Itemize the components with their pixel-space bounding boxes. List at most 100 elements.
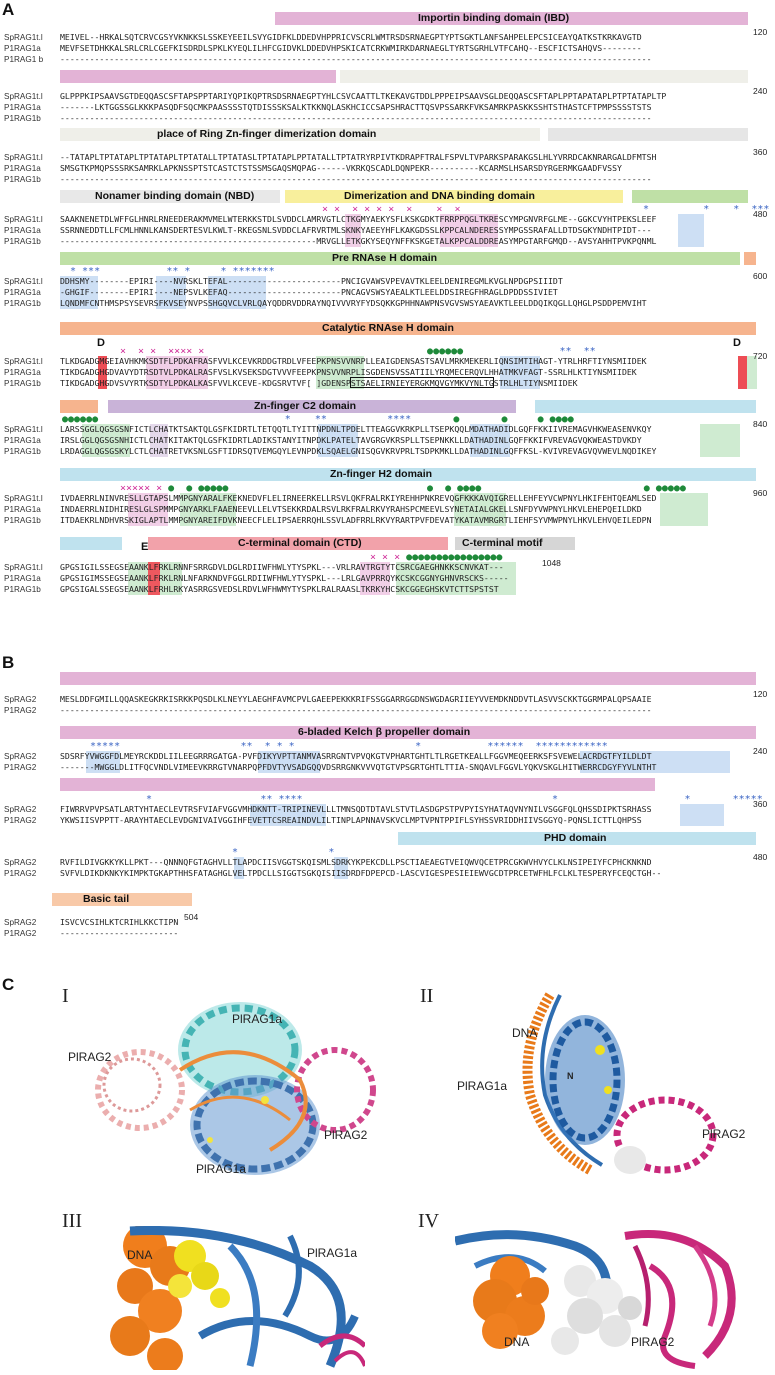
seq-row: SpRAG1t.l GPGSIGILSSEGSEAANKLFRKLRNNFSRRG… — [4, 562, 770, 573]
cross-markers: ××××× × ● ● ●●●●● ● ● ●●●● ● ●●●●● — [120, 483, 686, 494]
highlight — [747, 356, 757, 389]
highlight — [128, 493, 168, 526]
seq-name: P1RAG1b — [4, 114, 41, 123]
cross-markers: × × × × × × × × × — [322, 204, 461, 215]
highlight — [150, 424, 168, 457]
domain-label-rnaseh: Catalytic RNAse H domain — [322, 322, 454, 334]
highlight — [334, 857, 348, 879]
star-markers: * * ***** — [552, 794, 763, 805]
seq-name: P1RAG2 — [4, 763, 37, 772]
star-markers: * * * *** — [643, 204, 770, 215]
seq-name: P1RAG1a — [4, 436, 41, 445]
domain-bar-znh2-start — [535, 400, 756, 413]
highlight — [156, 276, 186, 309]
subpanel-numeral-iv: IV — [418, 1210, 440, 1232]
seq-name: P1RAG1a — [4, 44, 41, 53]
seq-name: SpRAG2 — [4, 805, 37, 814]
seq-text: -------MWGGLDLITFQCVNDLVIMEEVKRRGTVNARPQ… — [60, 762, 657, 772]
panel-letter-b: B — [2, 653, 15, 672]
highlight — [82, 424, 130, 457]
domain-bar-prernase-start — [632, 190, 748, 203]
seq-text: TIKDGADGHGDVSVYRTKSDTYLPDKALKASFVVLKCEVE… — [60, 378, 578, 388]
structure-image-i — [95, 1002, 376, 1175]
subpanel-numeral-iii: III — [62, 1210, 82, 1232]
star-markers: * * — [232, 847, 335, 858]
structure-image-iii — [110, 1226, 365, 1370]
seq-text: IRSLGGLQGSGSNHICTLCHATKITAKTQLGSFKIDRTLA… — [60, 435, 642, 445]
seq-name: P1RAG1b — [4, 379, 41, 388]
catalytic-marker-d1: D — [97, 337, 105, 349]
seq-text: ------------------------ — [60, 928, 179, 938]
highlight — [148, 562, 160, 595]
highlight — [660, 493, 708, 526]
alignment-block-a9: SpRAG1t.l GPGSIGILSSEGSEAANKLFRKLRNNFSRRG… — [4, 562, 770, 595]
seq-name: SpRAG1t.l — [4, 563, 43, 572]
seq-name: P1RAG1b — [4, 237, 41, 246]
seq-name: P1RAG1a — [4, 288, 41, 297]
panel-letter-a: A — [2, 0, 15, 19]
seq-name: SpRAG2 — [4, 918, 37, 927]
domain-bar-rnaseh-start — [744, 252, 756, 265]
seq-text: ----------------------------------------… — [60, 174, 652, 184]
seq-text: GLPPPKIPSAAVSGTDEQQASCSFTAPSPPTARIYQPIKQ… — [60, 91, 667, 101]
seq-name: SpRAG1t.l — [4, 33, 43, 42]
domain-bar-ring-start — [340, 70, 748, 83]
seq-name: SpRAG1t.l — [4, 215, 43, 224]
seq-name: P1RAG2 — [4, 706, 37, 715]
highlight — [86, 751, 120, 773]
alignment-block-a1: SpRAG1t.l MEIVEL--HRKALSQTCRVCGSYVKNKKSLS… — [4, 32, 770, 65]
seq-row: SpRAG2 RVFILDIVGKKYKLLPKT---QNNNQFGTAGHVL… — [4, 857, 770, 868]
seq-text: GPGSIGALSSEGSEAANKLFRHLRKYASRRGSVEDSLRDV… — [60, 584, 499, 594]
highlight — [440, 214, 498, 247]
highlight — [160, 562, 182, 595]
domain-label-znh2: Zn-finger H2 domain — [330, 468, 433, 480]
domain-label-ctd: C-terminal domain (CTD) — [238, 537, 362, 549]
domain-label-ibd: Importin binding domain (IBD) — [418, 12, 570, 24]
domain-bar-znc2 — [108, 400, 516, 413]
seq-text: ----------------------------------------… — [60, 705, 652, 715]
seq-name: SpRAG1t.l — [4, 153, 43, 162]
seq-text: RVFILDIVGKKYKLLPKT---QNNNQFGTAGHVLLTLAPD… — [60, 857, 652, 867]
seq-text: ISVCVCSIHLKTCRIHLKKCTIPN — [60, 917, 179, 927]
mol-label: PlRAG1a — [307, 1246, 358, 1260]
seq-row: SpRAG1t.l MEIVEL--HRKALSQTCRVCGSYVKNKKSLS… — [4, 32, 770, 43]
seq-name: P1RAG1b — [4, 447, 41, 456]
seq-text: MEIVEL--HRKALSQTCRVCGSYVKNKKSLSSKEYEEILS… — [60, 32, 642, 42]
seq-text: GPGSIGILSSEGSEAANKLFRKLRNNFSRRGDVLDGLRDI… — [60, 562, 504, 572]
seq-name: P1RAG1b — [4, 585, 41, 594]
subpanel-numeral-i: I — [62, 985, 69, 1007]
structure-image-ii — [522, 992, 717, 1175]
domain-bar-rnaseh-end — [60, 400, 98, 413]
domain-bar-phd — [398, 832, 756, 845]
seq-name: SpRAG2 — [4, 752, 37, 761]
highlight — [180, 493, 236, 526]
seq-row: SpRAG2 ISVCVCSIHLKTCRIHLKKCTIPN — [4, 917, 770, 928]
seq-name: SpRAG2 — [4, 858, 37, 867]
highlight — [738, 356, 747, 389]
mol-label: PlRAG1a — [457, 1079, 508, 1093]
position-number: 960 — [753, 488, 768, 498]
domain-bar-rnaseh — [60, 322, 756, 335]
highlight — [454, 493, 506, 526]
position-number: 600 — [753, 271, 768, 281]
seq-name: P1RAG2 — [4, 816, 37, 825]
seq-row: SpRAG1t.l--TATAPLTPTATAPLTPTATAPLTPTATAL… — [4, 152, 770, 163]
dot-markers: ●●●●●● * ** **** ● ● ● ●●●● — [62, 414, 574, 425]
highlight — [258, 751, 320, 773]
seq-row: P1RAG1b---------------------------------… — [4, 174, 770, 185]
seq-name: P1RAG1a — [4, 103, 41, 112]
